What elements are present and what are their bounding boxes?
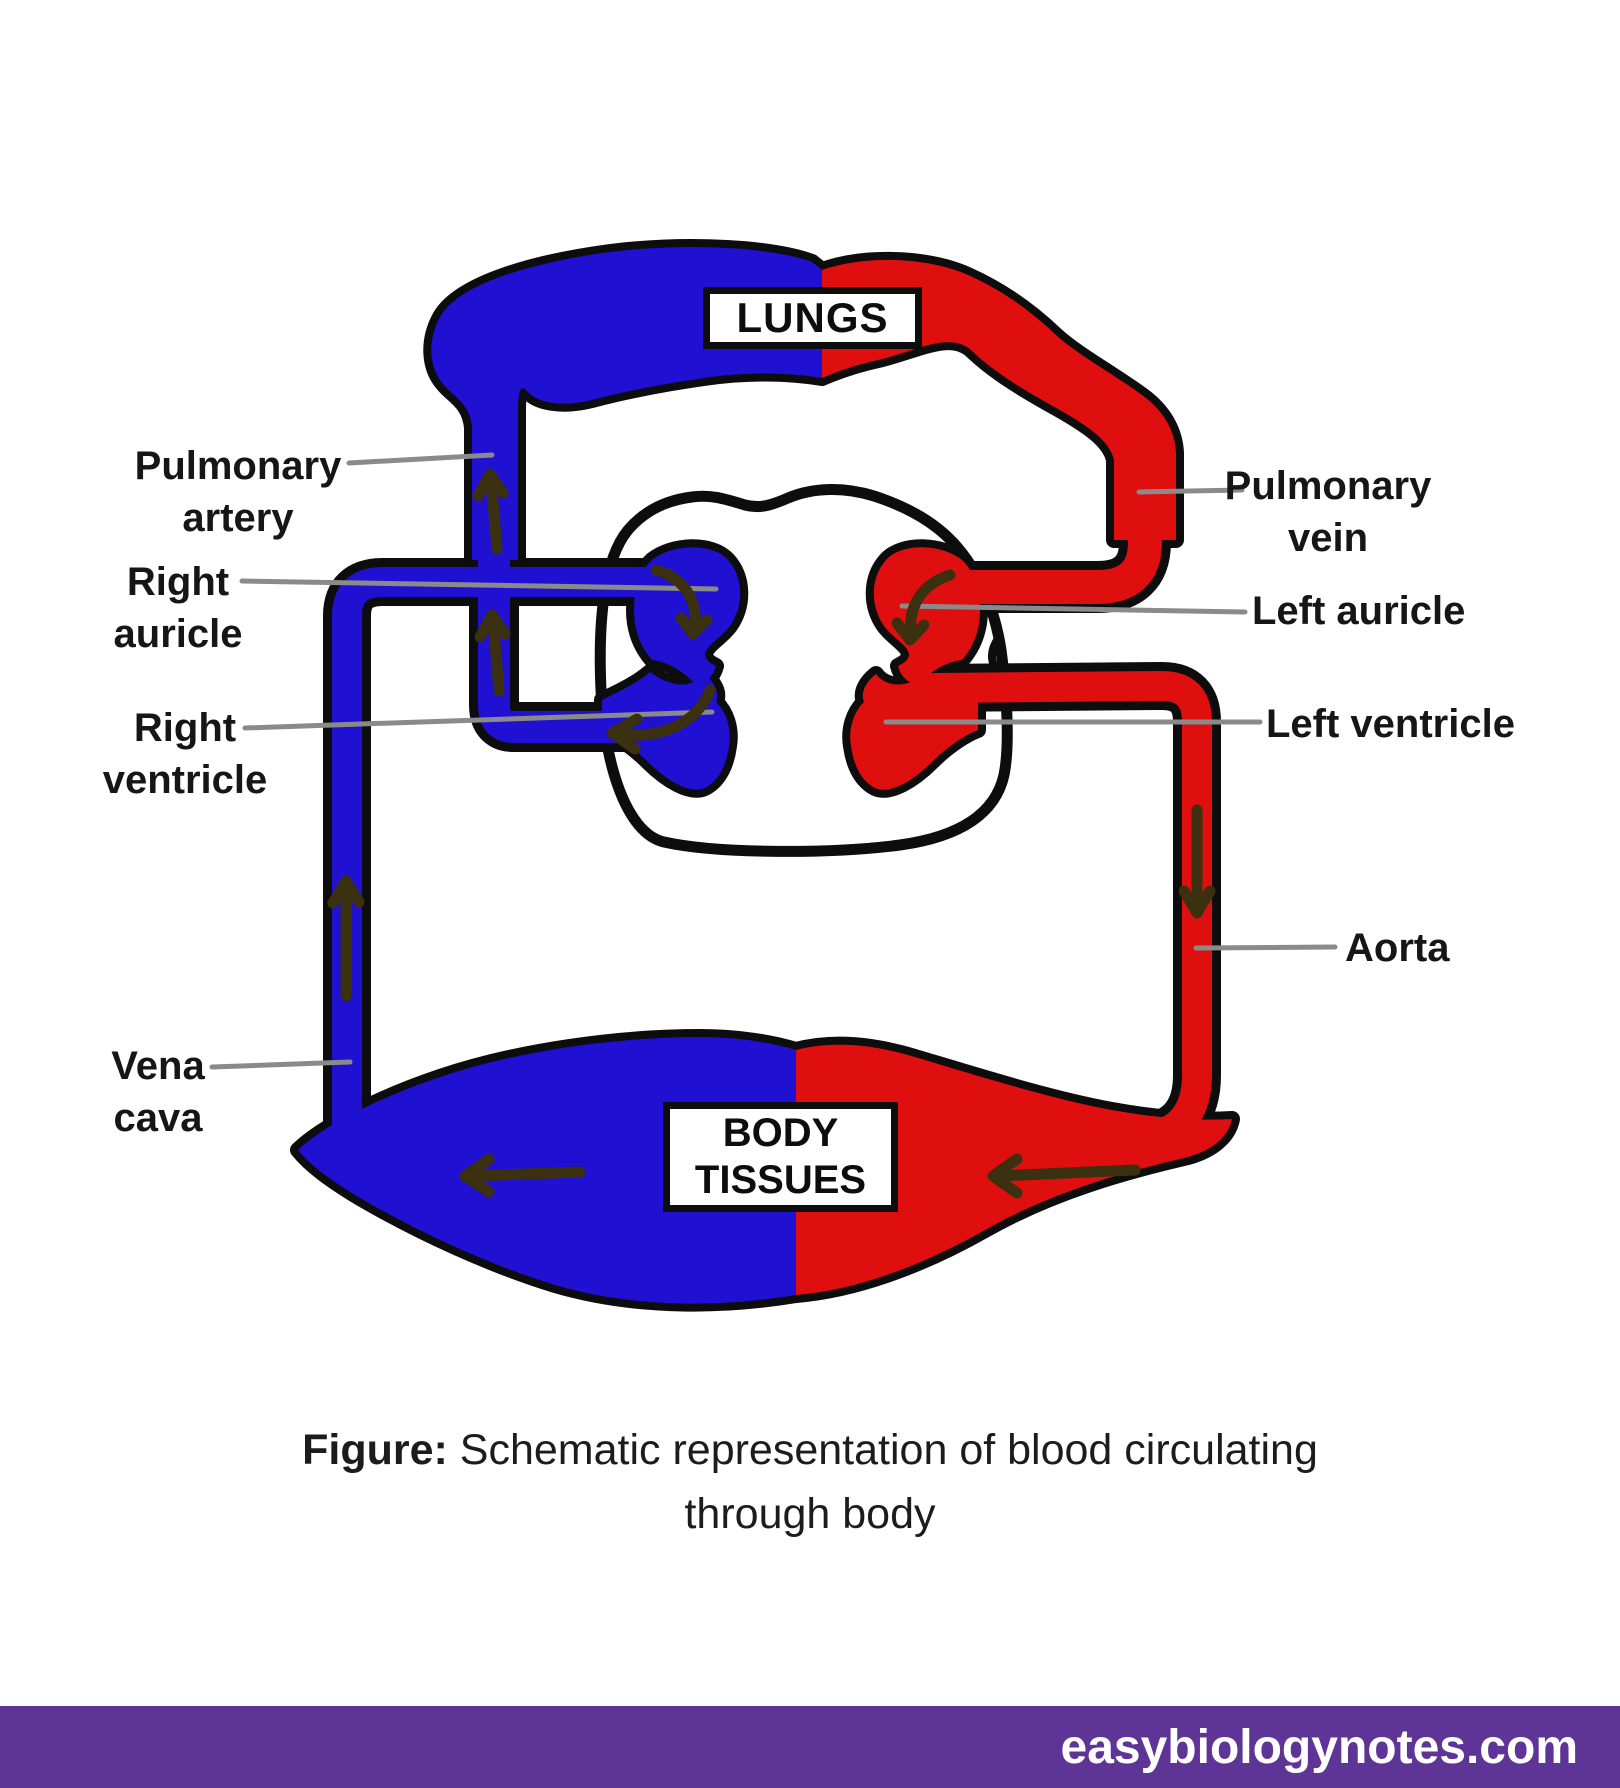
label-pulmonary-artery: Pulmonary artery: [134, 444, 342, 540]
lungs-box-label: LUNGS: [736, 294, 889, 341]
pulmonary-artery-leader: [346, 452, 495, 466]
body-tissues-line1: BODY: [722, 1111, 839, 1155]
right-auricle-leader: [239, 578, 719, 592]
lungs-box: LUNGS: [703, 287, 922, 349]
label-left-auricle: Left auricle: [1252, 589, 1466, 633]
right-ventricle-curved-arrow-icon: [606, 684, 716, 755]
pulmonary-artery-up-arrow-2-icon: [474, 609, 511, 697]
caption-line1: Figure: Schematic representation of bloo…: [302, 1426, 1318, 1474]
body-tissues-red-left-arrow-icon: [987, 1153, 1141, 1199]
right-auricle-shape: [634, 547, 741, 685]
label-aorta: Aorta: [1345, 926, 1450, 970]
label-pulmonary-vein: Pulmonary vein: [1224, 464, 1432, 560]
left-auricle-leader: [899, 603, 1248, 615]
vena-cava-up-arrow-icon: [327, 875, 365, 1002]
left-ventricle-shape: [850, 672, 978, 790]
label-left-ventricle: Left ventricle: [1266, 702, 1515, 746]
footer-bar: easybiologynotes.com: [0, 1706, 1620, 1788]
leader-lines: [209, 452, 1338, 1070]
left-auricle-curved-arrow-icon: [891, 569, 956, 646]
pulmonary-artery-up-arrow-1-icon: [472, 468, 509, 555]
pulmonary-vein-leader: [1136, 487, 1245, 495]
label-right-auricle: Right auricle: [113, 560, 243, 656]
label-right-ventricle: Right ventricle: [102, 706, 268, 802]
body-tissues-red-half: [796, 1044, 1232, 1295]
body-tissues-line2: TISSUES: [694, 1158, 867, 1202]
aorta-down-arrow-icon: [1178, 804, 1216, 919]
aorta-leader: [1193, 944, 1338, 951]
body-tissues-box: BODY TISSUES: [663, 1102, 898, 1212]
caption-line2: through body: [684, 1490, 936, 1538]
label-vena-cava: Vena cava: [111, 1044, 205, 1140]
figure-caption: Figure: Schematic representation of bloo…: [250, 1418, 1370, 1546]
left-auricle-shape: [873, 547, 980, 685]
right-auricle-curved-arrow-icon: [650, 564, 713, 640]
flow-arrows: [327, 468, 1216, 1199]
site-name: easybiologynotes.com: [1060, 1720, 1578, 1774]
body-tissues-blue-left-arrow-icon: [459, 1153, 586, 1198]
vena-cava-leader: [209, 1059, 353, 1070]
pulmonary-vein-pipe: [888, 453, 1162, 604]
